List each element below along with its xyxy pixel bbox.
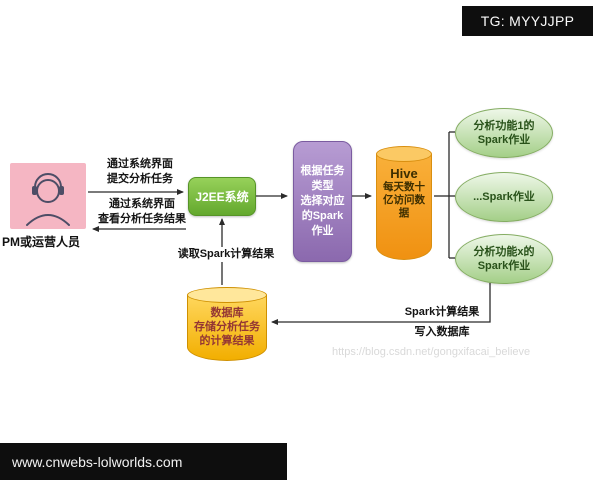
node-hive: Hive 每天数十 亿访问数 据 [376, 146, 432, 260]
node-hive-label: 每天数十 亿访问数 据 [383, 181, 425, 219]
node-spark-job-x-label: 分析功能x的 Spark作业 [473, 246, 535, 272]
footer-bar: www.cnwebs-lolworlds.com [0, 443, 287, 480]
tg-badge: TG: MYYJJPP [462, 6, 593, 36]
node-j2ee-label: J2EE系统 [195, 190, 249, 204]
edge-label-read: 读取Spark计算结果 [160, 247, 292, 262]
node-j2ee: J2EE系统 [188, 177, 256, 216]
footer-url: www.cnwebs-lolworlds.com [12, 453, 183, 470]
node-spark-job-1: 分析功能1的 Spark作业 [455, 108, 553, 158]
watermark: https://blog.csdn.net/gongxifacai_believ… [332, 346, 531, 358]
node-spark-job-x: 分析功能x的 Spark作业 [455, 234, 553, 284]
node-task-selector-label: 根据任务 类型 选择对应 的Spark 作业 [300, 165, 345, 237]
actor-box [10, 163, 86, 229]
node-database-label: 数据库 存储分析任务 的计算结果 [194, 307, 260, 347]
arrow-write-results [271, 283, 491, 325]
node-task-selector: 根据任务 类型 选择对应 的Spark 作业 [293, 141, 352, 262]
tg-badge-text: TG: MYYJJPP [480, 13, 575, 29]
edge-label-submit: 通过系统界面 提交分析任务 [107, 158, 173, 185]
actor-label: PM或运营人员 [2, 235, 81, 249]
node-hive-title: Hive [390, 166, 418, 181]
edge-label-view: 通过系统界面 查看分析任务结果 [98, 198, 186, 225]
node-spark-job-n: ...Spark作业 [455, 172, 553, 222]
person-headset-icon [26, 173, 70, 226]
node-database: 数据库 存储分析任务 的计算结果 [187, 287, 267, 361]
edge-label-write: Spark计算结果 写入数据库 [404, 306, 480, 338]
node-spark-job-n-label: ...Spark作业 [473, 191, 535, 203]
node-spark-job-1-label: 分析功能1的 Spark作业 [473, 120, 535, 146]
